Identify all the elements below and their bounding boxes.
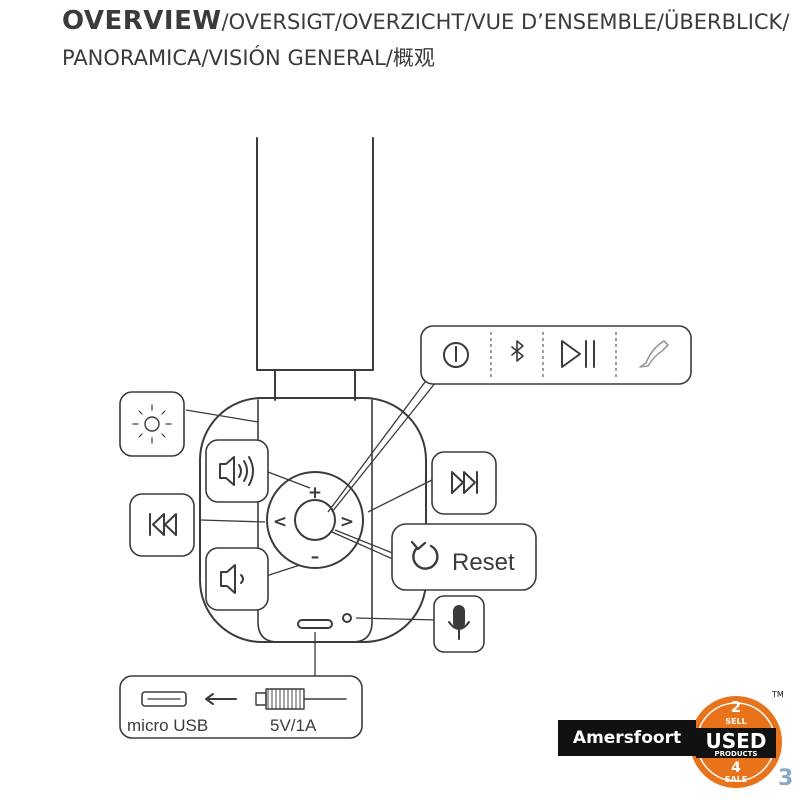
reset-icon bbox=[410, 540, 439, 570]
light-callout bbox=[119, 391, 185, 457]
phone-icon bbox=[639, 340, 669, 368]
mic-hole bbox=[342, 613, 352, 623]
bluetooth-icon bbox=[511, 340, 524, 362]
reset-callout bbox=[391, 523, 537, 591]
usb-cable-icon bbox=[255, 688, 347, 710]
badge-sell: SELL bbox=[725, 717, 746, 726]
micro-usb-port-icon bbox=[141, 691, 187, 707]
badge-products: PRODUCTS bbox=[715, 750, 758, 758]
title-bold: OVERVIEW bbox=[62, 6, 222, 36]
title-translations: /OVERSIGT/OVERZICHT/VUE D’ENSEMBLE/ÜBERB… bbox=[221, 10, 790, 34]
previous-symbol: < bbox=[273, 512, 287, 532]
headband bbox=[256, 137, 374, 371]
volume-down-icon bbox=[220, 564, 244, 594]
title-translations-line2: PANORAMICA/VISIÓN GENERAL/概观 bbox=[62, 46, 435, 70]
volume-up-icon bbox=[219, 456, 254, 486]
store-name: Amersfoort bbox=[558, 720, 696, 756]
power-icon bbox=[443, 342, 469, 368]
arrow-left-icon bbox=[205, 693, 237, 705]
previous-callout bbox=[129, 493, 195, 557]
function-strip-callout bbox=[420, 325, 692, 385]
play-pause-icon bbox=[561, 340, 595, 368]
center-button bbox=[294, 499, 336, 541]
next-symbol: > bbox=[340, 512, 354, 532]
volume-up-callout bbox=[205, 439, 269, 503]
microphone-icon bbox=[448, 605, 470, 640]
reset-label: Reset bbox=[452, 549, 515, 576]
badge-top: 2 bbox=[731, 698, 741, 716]
micro-usb-label: micro USB bbox=[127, 716, 208, 735]
volume-down-callout bbox=[205, 547, 269, 611]
badge-sale: SALE bbox=[725, 775, 748, 784]
usb-port bbox=[297, 619, 333, 629]
store-watermark: Amersfoort bbox=[558, 692, 800, 800]
page-title: OVERVIEW/OVERSIGT/OVERZICHT/VUE D’ENSEMB… bbox=[62, 6, 789, 36]
volume-plus-symbol: + bbox=[308, 483, 322, 503]
store-badge-logo: 2 SELL USED PRODUCTS 4 SALE bbox=[690, 696, 782, 788]
volume-minus-symbol: – bbox=[311, 547, 320, 567]
trademark-mark: TM bbox=[772, 690, 784, 699]
light-icon bbox=[132, 404, 172, 444]
next-track-icon bbox=[451, 471, 478, 494]
power-rating-label: 5V/1A bbox=[270, 716, 317, 735]
control-ring bbox=[266, 471, 364, 569]
badge-bottom: 4 bbox=[731, 760, 741, 776]
page-number: 3 bbox=[778, 766, 794, 791]
badge-used: USED bbox=[706, 729, 767, 753]
headband-slider bbox=[274, 369, 356, 401]
previous-track-icon bbox=[149, 513, 177, 536]
